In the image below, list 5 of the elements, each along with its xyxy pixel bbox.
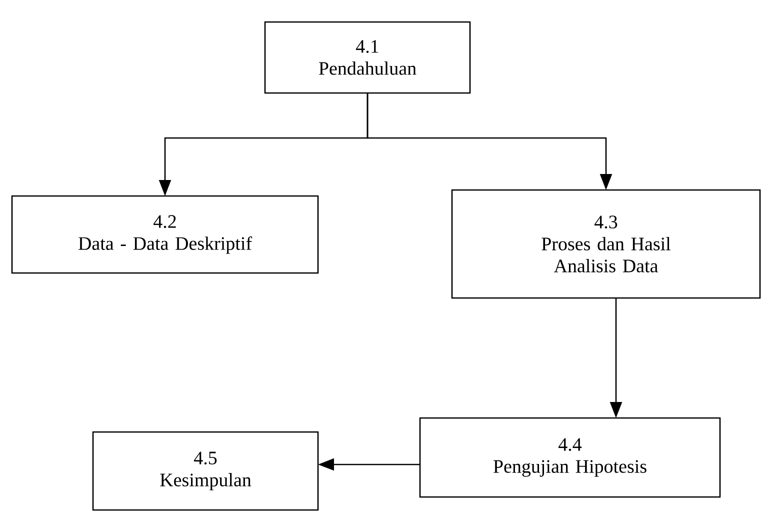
process-box: 4.5 Kesimpulan bbox=[92, 431, 319, 511]
process-box: 4.4 Pengujian Hipotesis bbox=[419, 417, 721, 498]
process-box: 4.3 Proses dan Hasil Analisis Data bbox=[451, 189, 761, 299]
process-box: 4.1 Pendahuluan bbox=[264, 21, 471, 94]
process-box: 4.2 Data - Data Deskriptif bbox=[11, 195, 319, 274]
